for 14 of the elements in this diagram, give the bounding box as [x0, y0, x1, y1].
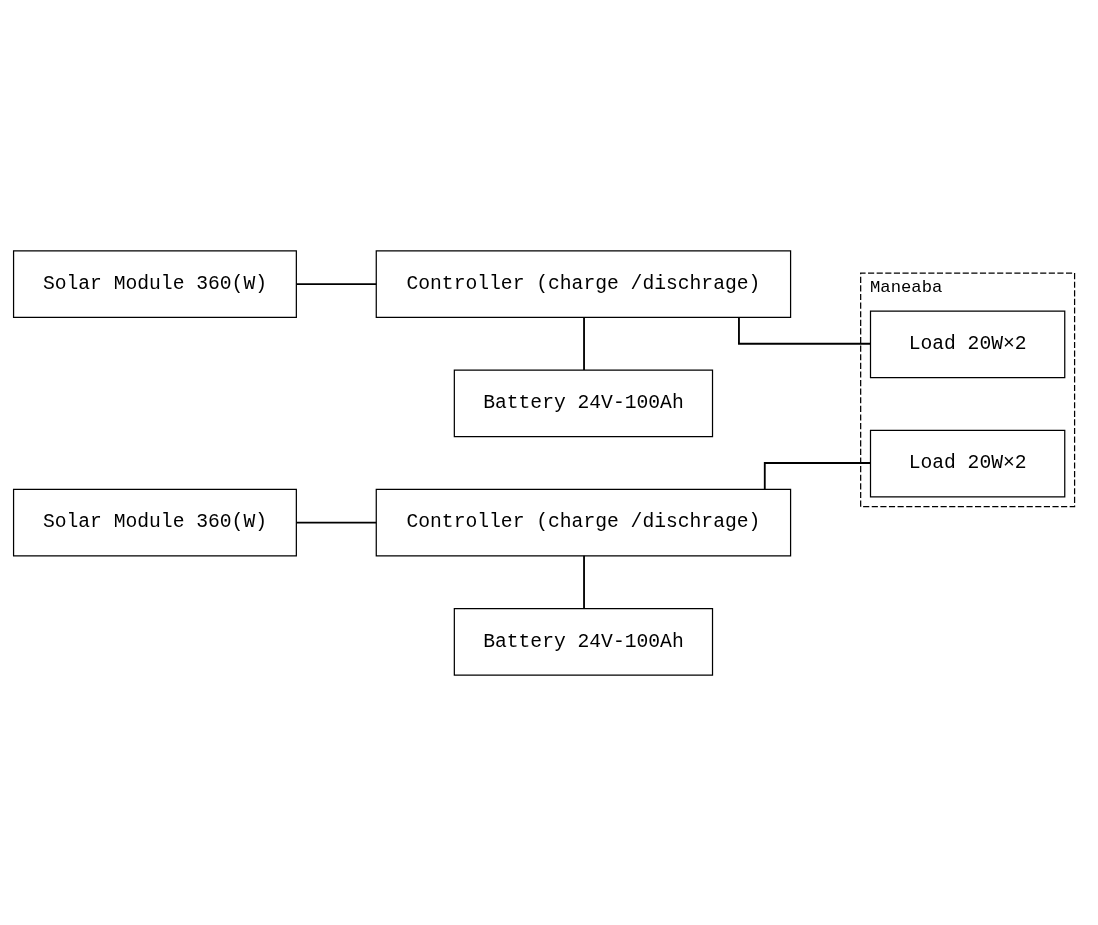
connector — [295, 282, 378, 285]
connector — [583, 554, 585, 609]
node-box: Controller (charge /dischrage) — [375, 249, 792, 318]
node-box: Controller (charge /dischrage) — [375, 488, 792, 556]
node-box: Solar Module 360(W) — [12, 488, 297, 556]
connector — [763, 461, 872, 490]
node-box: Load 20W×2 — [869, 429, 1066, 497]
node-box: Battery 24V-100Ah — [453, 369, 714, 437]
node-box: Load 20W×2 — [869, 310, 1066, 378]
connector — [583, 315, 585, 371]
connector — [738, 316, 872, 345]
node-box: Battery 24V-100Ah — [453, 607, 714, 676]
connector — [295, 521, 378, 524]
node-box: Solar Module 360(W) — [12, 249, 297, 318]
